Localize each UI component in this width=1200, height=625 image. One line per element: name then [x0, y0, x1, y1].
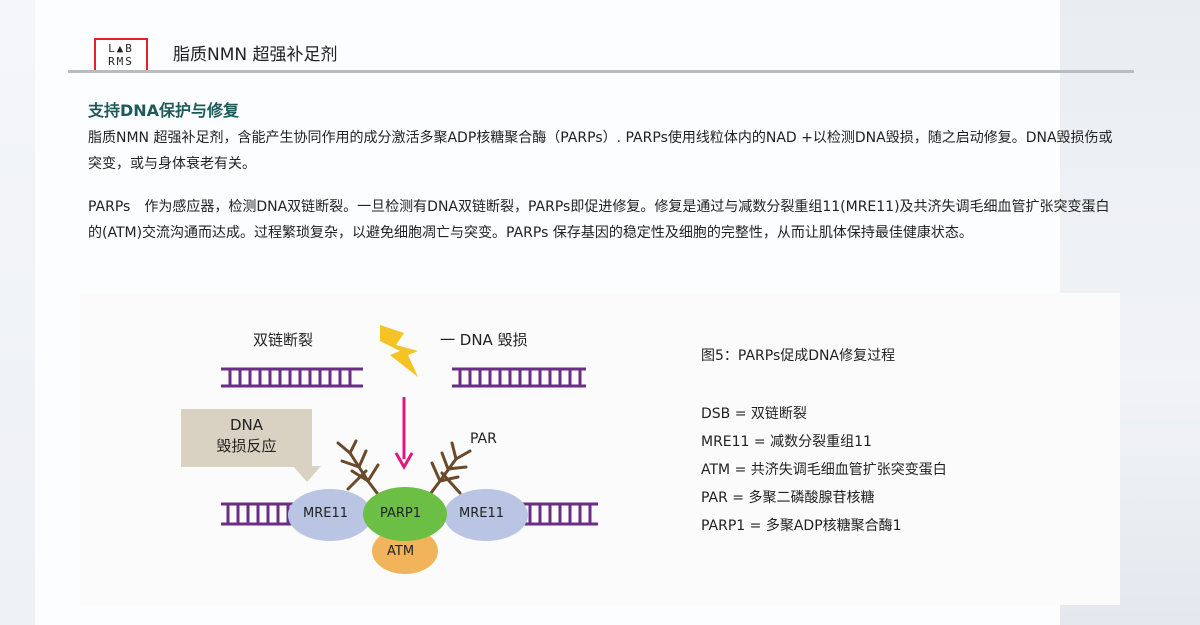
parp1-label: PARP1 — [380, 506, 422, 521]
par-chain-left — [336, 439, 388, 507]
header-title: 脂质NMN 超强补足剂 — [173, 45, 338, 65]
mre11-left-label: MRE11 — [303, 506, 349, 521]
callout-line-2: 毁损反应 — [216, 437, 277, 455]
parp1-protein — [363, 487, 447, 541]
dna-bottom-left — [221, 502, 302, 526]
atm-protein — [372, 528, 438, 574]
par-chain-right — [420, 441, 472, 507]
lightning-icon — [380, 325, 418, 377]
par-label: PAR — [470, 431, 497, 447]
legend-item: PAR = 多聚二磷酸腺苷核糖 — [701, 490, 875, 506]
dna-top-right — [452, 367, 586, 388]
callout-line-1: DNA — [229, 416, 264, 434]
dna-top-left — [221, 367, 363, 388]
figure-caption: 图5：PARPs促成DNA修复过程 — [701, 348, 896, 364]
dna-repair-diagram: 双链断裂 一 DNA 毁损 DNA 毁损反应 PAR MRE11 PARP1 M… — [80, 293, 1120, 605]
legend-item: ATM = 共济失调毛细血管扩张突变蛋白 — [701, 462, 947, 478]
paragraph-1: 脂质NMN 超强补足剂，含能产生协同作用的成分激活多聚ADP核糖聚合酶（PARP… — [88, 130, 1113, 172]
paragraph-2: PARPs 作为感应器，检测DNA双链断裂。一旦检测有DNA双链断裂，PARPs… — [88, 199, 1110, 241]
labrms-logo: L▲B RMS — [94, 38, 148, 72]
legend-item: PARP1 = 多聚ADP核糖聚合酶1 — [701, 518, 902, 534]
logo-line-1: L▲B — [108, 42, 134, 55]
legend-item: MRE11 = 减数分裂重组11 — [701, 434, 872, 450]
mre11-right-protein — [444, 489, 528, 541]
section-title: 支持DNA保护与修复 — [88, 101, 240, 120]
mre11-right-label: MRE11 — [459, 506, 505, 521]
mre11-left-protein — [288, 489, 372, 541]
dna-damage-label: 一 DNA 毁损 — [440, 331, 528, 349]
diagram-canvas — [221, 325, 598, 574]
logo-line-2: RMS — [108, 55, 134, 68]
arrow-head-icon — [394, 452, 414, 471]
atm-label: ATM — [387, 544, 415, 559]
dsb-label: 双链断裂 — [253, 331, 314, 349]
header-divider — [68, 70, 1134, 73]
header: L▲B RMS 脂质NMN 超强补足剂 — [68, 30, 1134, 74]
callout-tail — [293, 466, 321, 482]
dna-damage-response-callout: DNA 毁损反应 — [181, 409, 312, 467]
legend-item: DSB = 双链断裂 — [701, 406, 807, 422]
